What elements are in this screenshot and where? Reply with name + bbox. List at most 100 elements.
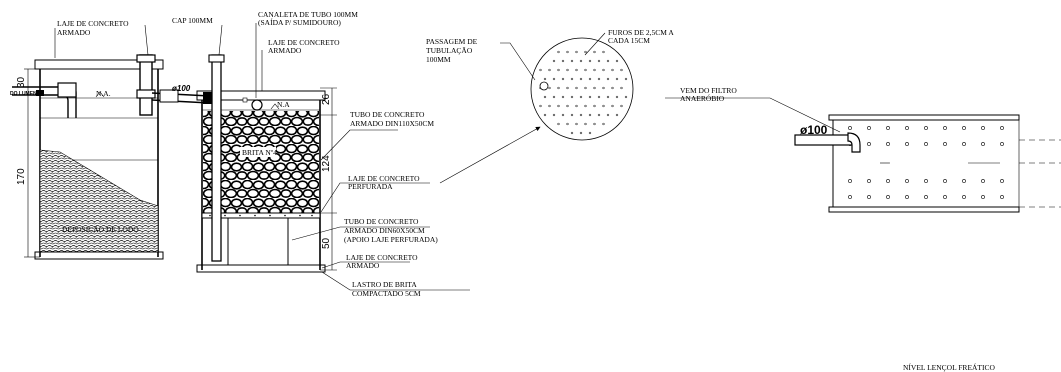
slab-hole bbox=[543, 77, 547, 81]
slab-hole bbox=[557, 104, 560, 108]
wall-hole bbox=[962, 195, 966, 199]
wall-hole bbox=[981, 126, 985, 130]
slab-hole bbox=[539, 68, 542, 72]
dim-124: 124 bbox=[321, 155, 332, 172]
label-lastro-a: LASTRO DE BRITA bbox=[352, 280, 417, 289]
slab-hole bbox=[602, 68, 605, 72]
slab-hole bbox=[593, 50, 596, 54]
slab-hole bbox=[579, 77, 583, 81]
label-vem-filtro-b: ANAERÓBIO bbox=[680, 93, 725, 103]
slab-hole bbox=[561, 77, 565, 81]
label-laje-perfurada-b: PERFURADA bbox=[348, 182, 393, 191]
slab-hole bbox=[588, 59, 592, 63]
slab-hole bbox=[579, 59, 583, 63]
sludge-deposit bbox=[39, 149, 159, 253]
slab-hole bbox=[566, 68, 569, 72]
label-brita: BRITA Nº4 bbox=[242, 148, 277, 157]
slab-hole bbox=[552, 95, 556, 99]
slab-hole bbox=[593, 104, 596, 108]
downpipe bbox=[211, 54, 222, 262]
pipe-passage bbox=[539, 81, 549, 91]
wall-hole bbox=[1000, 126, 1004, 130]
wall-hole bbox=[886, 195, 890, 199]
wall-hole bbox=[867, 126, 871, 130]
label-na-2: N.A bbox=[277, 100, 290, 109]
label-canaleta-a: CANALETA DE TUBO 100MM bbox=[258, 10, 358, 19]
slab-hole bbox=[606, 95, 610, 99]
slab-hole bbox=[615, 77, 619, 81]
slab-hole bbox=[606, 77, 610, 81]
slab-hole bbox=[557, 86, 560, 90]
wall-hole bbox=[981, 195, 985, 199]
wall-hole bbox=[905, 126, 909, 130]
wall-hole bbox=[1000, 195, 1004, 199]
top-slab bbox=[34, 59, 164, 70]
slab-hole bbox=[588, 113, 592, 117]
slab-hole bbox=[606, 59, 610, 63]
wall-hole bbox=[867, 179, 871, 183]
outlet-channel bbox=[251, 99, 263, 111]
label-diam-100-a: ø100 bbox=[172, 84, 191, 93]
slab-hole bbox=[624, 95, 628, 99]
wall-hole bbox=[848, 179, 852, 183]
slab-hole bbox=[611, 68, 614, 72]
slab-hole bbox=[575, 122, 578, 126]
slab-hole bbox=[552, 59, 556, 63]
slab-hole bbox=[611, 86, 614, 90]
slab-hole bbox=[597, 59, 601, 63]
label-furos-a: FUROS DE 2,5CM A bbox=[608, 28, 674, 37]
slab-hole bbox=[543, 95, 547, 99]
slab-hole bbox=[597, 113, 601, 117]
slab-hole bbox=[588, 95, 592, 99]
wall-hole bbox=[905, 179, 909, 183]
label-laje-perfurada-a: LAJE DE CONCRETO bbox=[348, 174, 420, 183]
slab-hole bbox=[566, 50, 569, 54]
label-nivel-lencol: NÍVEL LENÇOL FREÁTICO bbox=[903, 362, 996, 372]
wall-hole bbox=[943, 142, 947, 146]
slab-hole bbox=[611, 104, 614, 108]
slab-hole bbox=[602, 122, 605, 126]
label-tubo-concreto-2b: ARMADO DIN60X50CM bbox=[344, 226, 425, 235]
wall-hole bbox=[981, 179, 985, 183]
wall-hole bbox=[886, 126, 890, 130]
slab-hole bbox=[602, 50, 605, 54]
label-laje-concreto-1a: LAJE DE CONCRETO bbox=[57, 19, 129, 28]
slab-hole bbox=[570, 113, 574, 117]
slab-hole bbox=[548, 104, 551, 108]
slab-hole bbox=[566, 122, 569, 126]
label-vem-filtro-a: VEM DO FILTRO bbox=[680, 86, 737, 95]
slab-hole bbox=[584, 68, 587, 72]
slab-hole bbox=[620, 104, 623, 108]
text-labels: LAJE DE CONCRETO ARMADO CAP 100MM CANALE… bbox=[10, 10, 996, 372]
wall-hole bbox=[924, 126, 928, 130]
slab-hole bbox=[593, 122, 596, 126]
slab-hole bbox=[566, 86, 569, 90]
wall-hole bbox=[962, 126, 966, 130]
wall-hole bbox=[943, 195, 947, 199]
wall-hole bbox=[848, 195, 852, 199]
wall-hole bbox=[886, 179, 890, 183]
slab-hole bbox=[597, 77, 601, 81]
outlet-tee bbox=[139, 54, 153, 116]
label-tubo-concreto-1b: ARMADO DIN110X50CM bbox=[350, 119, 434, 128]
label-lastro-b: COMPACTADO 5CM bbox=[352, 289, 421, 298]
slab-hole bbox=[561, 95, 565, 99]
dim-26: 26 bbox=[321, 93, 332, 105]
slab-hole bbox=[615, 113, 619, 117]
label-passagem-a: PASSAGEM DE bbox=[426, 37, 478, 46]
dim-50: 50 bbox=[321, 237, 332, 249]
slab-hole bbox=[579, 95, 583, 99]
slab-hole bbox=[602, 104, 605, 108]
slab-hole bbox=[584, 104, 587, 108]
label-tubo-concreto-2c: (APOIO LAJE PERFURADA) bbox=[344, 235, 438, 244]
label-diam-100-b: ø100 bbox=[800, 123, 828, 137]
wall-hole bbox=[924, 179, 928, 183]
label-laje-concreto-3a: LAJE DE CONCRETO bbox=[346, 253, 418, 262]
slab-hole bbox=[584, 122, 587, 126]
slab-hole bbox=[570, 59, 574, 63]
slab-hole bbox=[552, 77, 556, 81]
label-entrada: DO LUMENTO bbox=[10, 91, 44, 97]
label-na-1: N.A. bbox=[96, 89, 111, 98]
perforated-slab bbox=[201, 212, 321, 219]
